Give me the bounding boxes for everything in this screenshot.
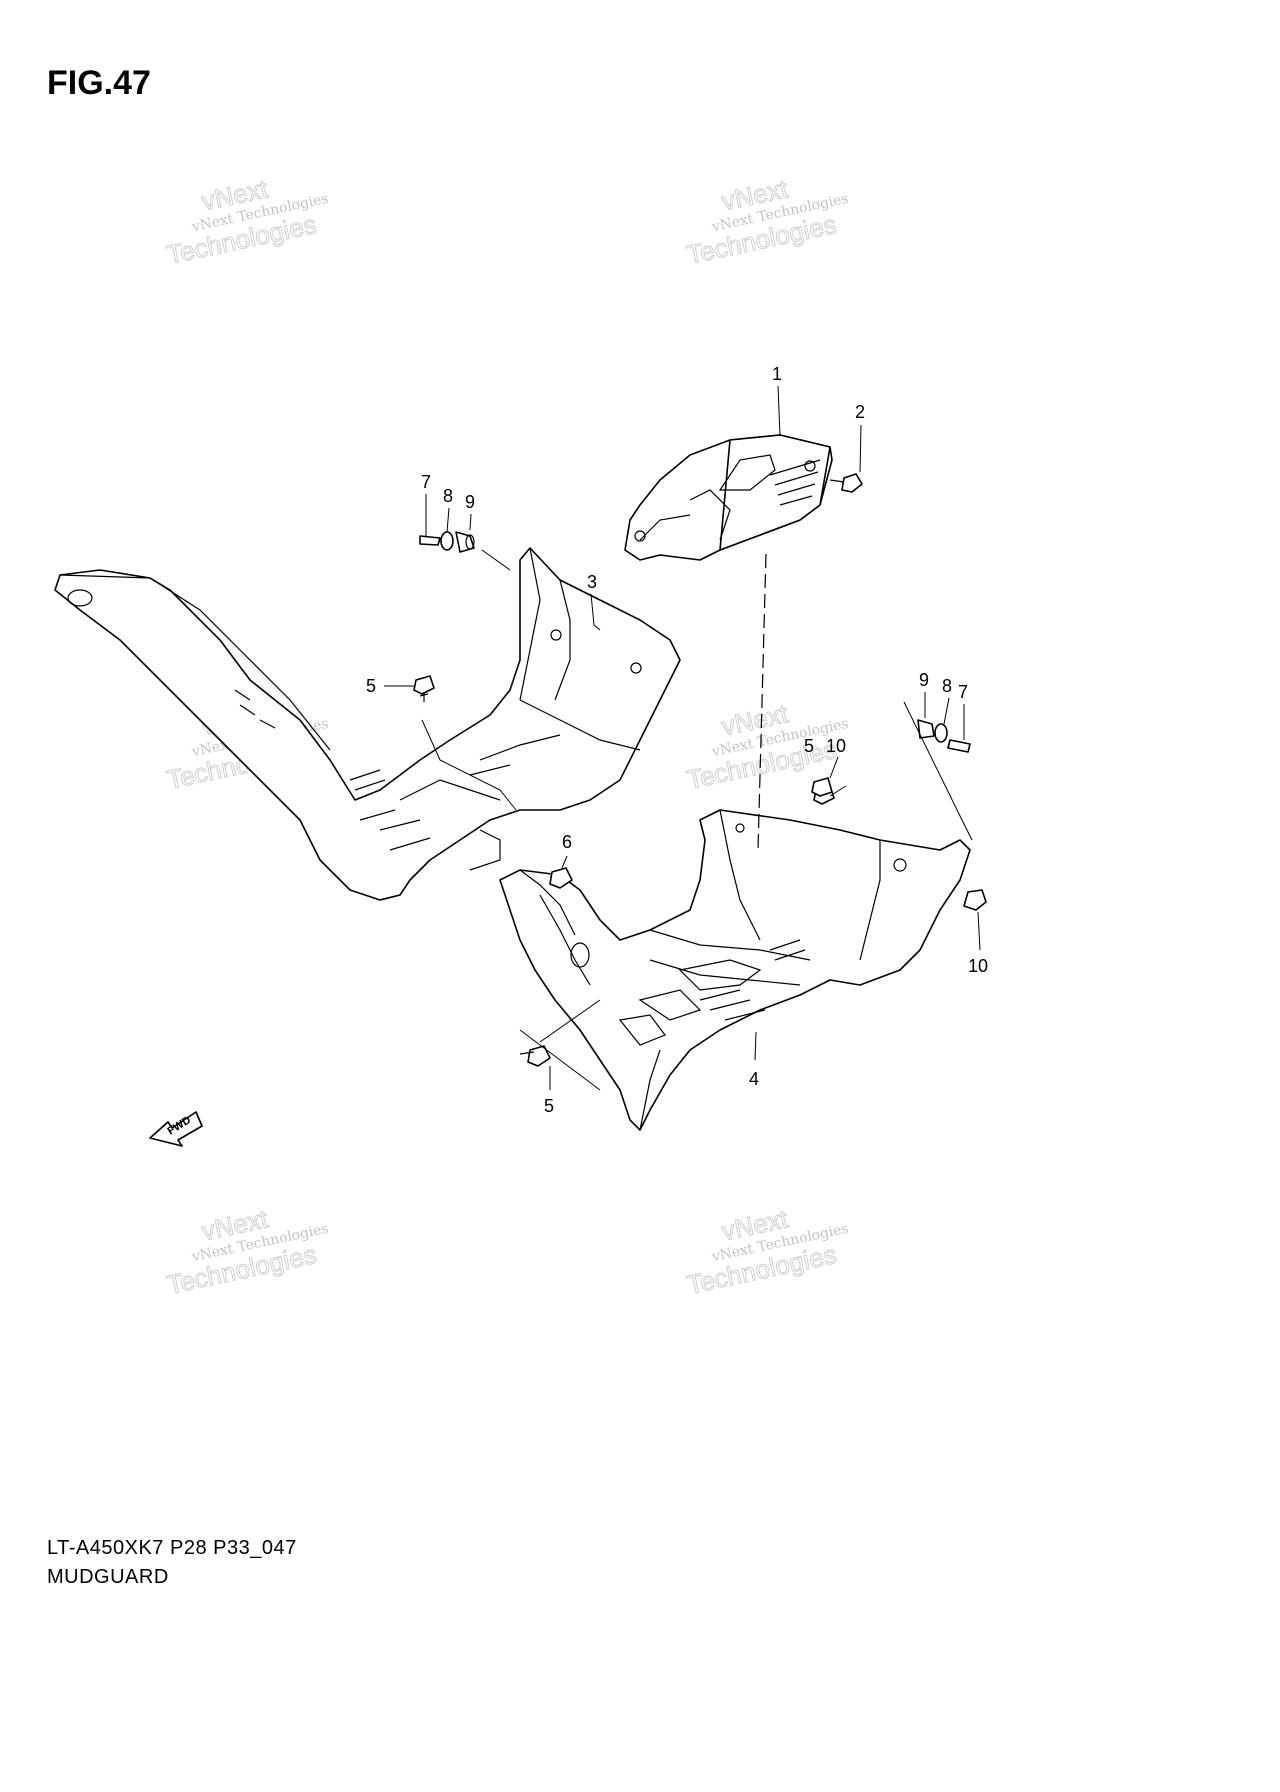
part-3-left-mudguard[interactable] [54,547,681,901]
part-4-right-mudguard[interactable] [499,809,971,1131]
fwd-arrow-icon: FWD [149,1111,203,1147]
callout-10-lower: 10 [968,956,988,976]
leader-lines [384,385,981,1091]
part-5-bolt-upper[interactable] [413,675,435,702]
callout-3: 3 [587,572,597,592]
part-8-washer-right[interactable] [934,723,948,743]
callout-5-upper: 5 [366,676,376,696]
model-code: LT-A450XK7 P28 P33_047 [47,1537,297,1559]
callout-labels: 1 2 3 4 5 5 5 6 7 7 8 8 9 9 10 10 [366,364,988,1116]
watermark-top-left: vNext vNext Technologies Technologies [164,173,330,271]
callout-7-right: 7 [958,682,968,702]
part-8-washer-left[interactable] [440,531,454,551]
callout-6: 6 [562,832,572,852]
part-10-screw-lower[interactable] [963,889,987,911]
figure-title: FIG.47 [47,64,151,102]
part-9-grommet-right[interactable] [917,719,935,739]
watermark-bottom-right: vNext vNext Technologies Technologies [684,1203,850,1301]
part-10-screw-upper[interactable] [811,777,833,797]
part-2-screw[interactable] [829,473,863,493]
callout-10-upper: 10 [826,736,846,756]
part-9-grommet-left[interactable] [455,531,475,553]
callout-5-lower: 5 [544,1096,554,1116]
alignment-dashed-line [757,553,767,851]
callout-8-left: 8 [443,486,453,506]
callout-2: 2 [855,402,865,422]
callout-9-right: 9 [919,670,929,690]
callout-5-right: 5 [804,736,814,756]
watermark-top-right: vNext vNext Technologies Technologies [684,173,850,271]
part-6-nut[interactable] [549,867,573,889]
callout-8-right: 8 [942,676,952,696]
callout-4: 4 [749,1069,759,1089]
part-1-cover[interactable] [624,434,833,561]
callout-1: 1 [772,364,782,384]
callout-7-left: 7 [421,472,431,492]
callout-9-left: 9 [465,492,475,512]
section-name: MUDGUARD [47,1566,169,1588]
part-7-bolt-right[interactable] [947,739,971,753]
part-7-bolt-left[interactable] [419,535,441,546]
watermark-bottom-left: vNext vNext Technologies Technologies [164,1203,330,1301]
